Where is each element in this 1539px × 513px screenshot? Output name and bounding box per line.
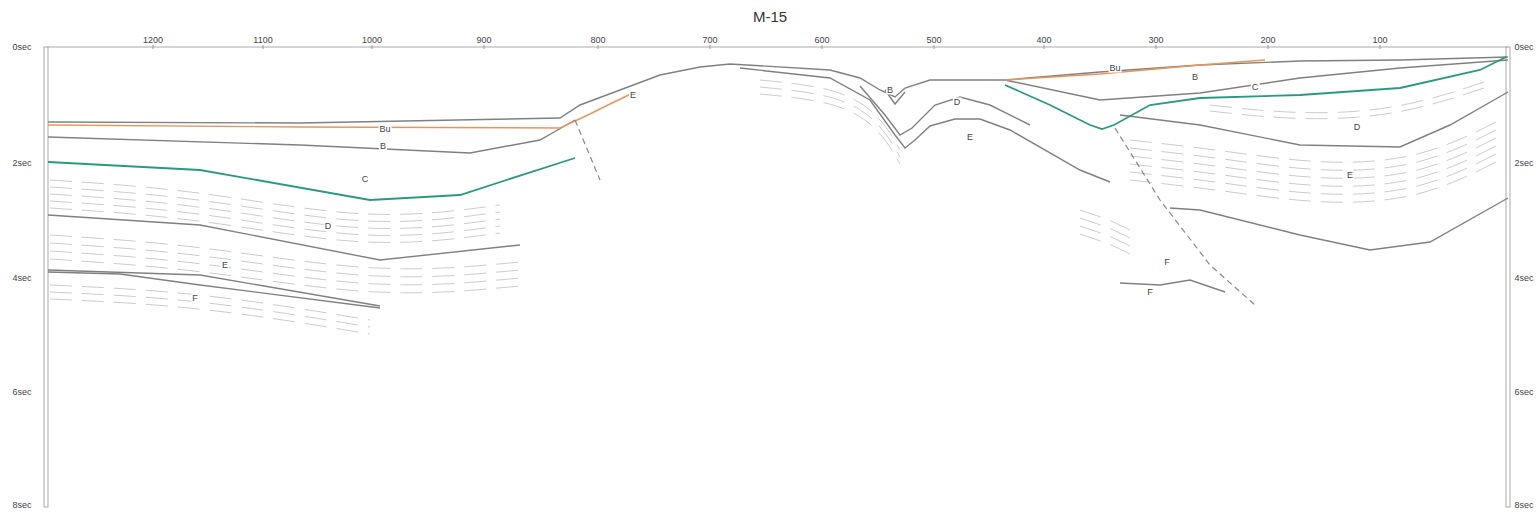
unit-label: C [361,175,370,184]
shotpoint-number: 900 [475,36,492,45]
unit-label: B [886,86,894,95]
unit-label: Bu [1108,64,1121,73]
strata-stroke [50,187,500,221]
time-axis-label: 8sec [11,501,32,510]
strata-stroke [1130,136,1500,178]
time-axis-label: 6sec [1513,388,1534,397]
strata-stroke [50,292,370,327]
unit-label: C [1251,83,1260,92]
shotpoint-number: 100 [1371,36,1388,45]
time-axis-label: 4sec [1513,274,1534,283]
strata-stroke [760,80,900,150]
unit-label: E [1346,171,1354,180]
tick-mark [710,45,711,49]
section-title: M-15 [752,9,788,24]
unit-label: B [379,142,387,151]
shotpoint-number: 1100 [252,36,273,45]
shotpoint-number: 700 [701,36,718,45]
shotpoint-number: 600 [813,36,830,45]
shotpoint-number: 500 [925,36,942,45]
horizons [48,57,1508,308]
unit-label: E [221,261,229,270]
unit-label: F [1146,288,1154,297]
strata-stroke [1080,234,1130,254]
time-axis-label: 8sec [1513,501,1534,510]
time-axis-label: 6sec [11,388,32,397]
shotpoint-number: 800 [589,36,606,45]
tick-mark [484,45,485,49]
strata-stroke [50,208,500,242]
unit-label: D [953,98,962,107]
shotpoint-number: 200 [1259,36,1276,45]
strata-stroke [1130,120,1500,162]
unit-label: E [966,133,974,142]
tick-mark [263,45,264,49]
unit-label: F [1163,258,1171,267]
tick-mark [934,45,935,49]
strata-stroke [760,94,900,164]
unit-label: B [1191,73,1199,82]
tick-mark [1044,45,1045,49]
time-axis-label: 0sec [1513,43,1534,52]
strata-stroke [50,194,500,228]
strata-stroke [50,299,370,334]
c-horizon [48,57,1506,200]
strata-stroke [50,259,520,293]
unit-label: E [629,91,637,100]
unit-label: D [1353,123,1362,132]
time-axis-label: 2sec [11,159,32,168]
tick-mark [598,45,599,49]
time-axis-label: 0sec [11,43,32,52]
tick-mark [153,45,154,49]
shotpoint-number: 400 [1035,36,1052,45]
axis-ticks [153,45,1380,49]
time-axis-label: 4sec [11,274,32,283]
tick-mark [1268,45,1269,49]
bu-horizon [48,60,1265,128]
shotpoint-number: 1200 [142,36,164,45]
shotpoint-number: 300 [1147,36,1164,45]
strata-stroke [50,251,520,285]
strata-stroke [1130,128,1500,170]
tick-mark [822,45,823,49]
shotpoint-number: 1000 [361,36,383,45]
faults [575,120,1255,305]
strata-stroke [1130,160,1500,202]
strata-stroke [1130,152,1500,194]
tick-mark [1156,45,1157,49]
strata-texture [50,80,1500,334]
axis-frame [44,47,1510,507]
strata-stroke [1130,144,1500,186]
time-axis-label: 2sec [1513,159,1534,168]
unit-label: F [191,294,199,303]
strata-stroke [50,285,370,320]
strata-stroke [50,201,500,235]
tick-mark [372,45,373,49]
strata-stroke [760,87,900,157]
unit-label: D [324,222,333,231]
tick-mark [1380,45,1381,49]
unit-label: Bu [378,125,391,134]
